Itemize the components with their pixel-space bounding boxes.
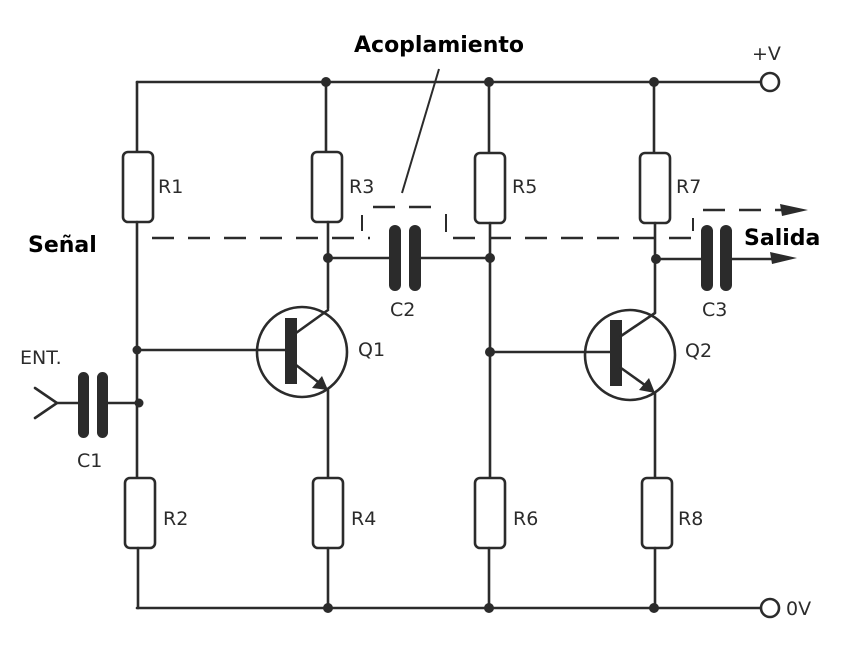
coupling-pointer-line [401,68,440,194]
input-connector-icon[interactable] [33,386,60,420]
transistor-q2-envelope [583,308,677,402]
transistor-q2[interactable] [583,308,677,402]
label-r4: R4 [351,508,376,530]
coupling-annotation: Acoplamiento [354,33,524,58]
label-c1: C1 [77,450,102,472]
capacitor-c1-plate [97,372,108,438]
label-r6: R6 [513,508,538,530]
emitter-arrow-icon [312,376,328,390]
signal-arrow-icon [780,204,808,216]
capacitor-c2-plate [389,225,401,291]
resistor-r2[interactable] [123,476,157,550]
label-q1: Q1 [358,339,385,361]
transistor-q1-envelope [255,305,349,399]
label-r1: R1 [158,176,183,198]
label-c3: C3 [702,299,727,321]
transistor-q1-collector [294,308,330,335]
signal-annotation: Señal [28,233,97,258]
resistor-r8[interactable] [640,476,674,550]
capacitor-c2-plate [409,225,421,291]
transistor-q1[interactable] [255,305,349,399]
label-r3: R3 [349,176,374,198]
label-r8: R8 [678,508,703,530]
resistor-r6[interactable] [473,476,507,550]
ground-terminal[interactable] [759,597,781,619]
junction-dot [649,603,659,613]
supply-terminal[interactable] [759,71,781,93]
emitter-arrow-icon [639,378,655,393]
supply-label: +V [752,43,781,65]
resistor-r1[interactable] [121,150,155,224]
transistor-q1-base-bar [285,318,297,384]
capacitor-c3-plate [720,225,732,291]
capacitor-c1-plate [78,372,89,438]
transistor-q2-base-bar [610,320,622,386]
transistor-q2-collector [619,311,657,338]
junction-dot [484,603,494,613]
ground-label: 0V [786,598,811,620]
resistor-r4[interactable] [311,476,345,550]
input-label: ENT. [20,347,62,369]
label-c2: C2 [390,299,415,321]
label-q2: Q2 [685,340,712,362]
label-r7: R7 [676,176,701,198]
resistor-r5[interactable] [473,151,507,225]
label-r5: R5 [512,176,537,198]
resistor-r3[interactable] [310,150,344,224]
output-arrow-icon [770,252,797,264]
capacitor-c3-plate [701,225,713,291]
output-annotation: Salida [744,226,820,251]
resistor-r7[interactable] [638,151,672,225]
junction-dot [485,253,495,263]
junction-dot [323,603,333,613]
label-r2: R2 [163,508,188,530]
